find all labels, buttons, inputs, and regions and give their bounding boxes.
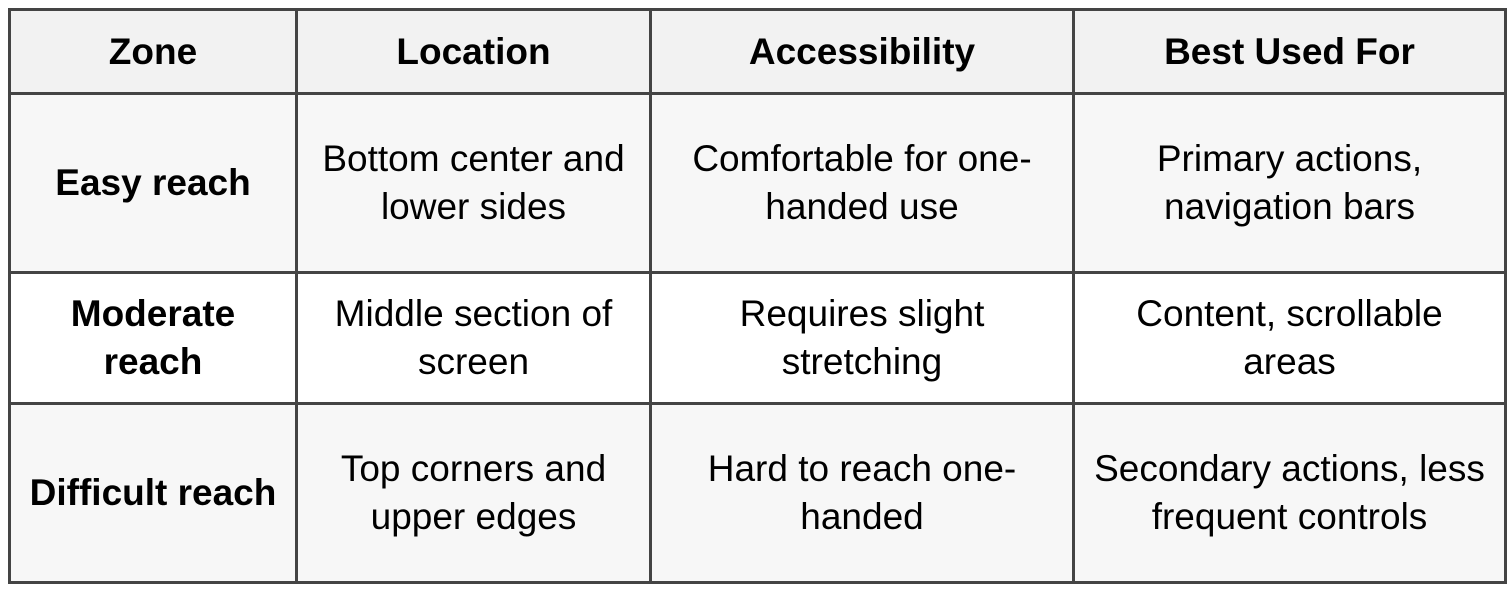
cell-zone: Moderate reach (8, 271, 298, 405)
cell-location: Bottom center and lower sides (295, 92, 652, 274)
header-accessibility: Accessibility (649, 8, 1075, 95)
table-header-row: Zone Location Accessibility Best Used Fo… (8, 8, 1507, 95)
cell-location: Middle section of screen (295, 271, 652, 405)
reach-zones-table: Zone Location Accessibility Best Used Fo… (8, 8, 1507, 584)
cell-best-used-for: Content, scrollable areas (1072, 271, 1507, 405)
header-best-used-for: Best Used For (1072, 8, 1507, 95)
cell-best-used-for: Primary actions, navigation bars (1072, 92, 1507, 274)
header-location: Location (295, 8, 652, 95)
cell-zone: Difficult reach (8, 402, 298, 584)
cell-accessibility: Requires slight stretching (649, 271, 1075, 405)
cell-zone: Easy reach (8, 92, 298, 274)
reach-zones-table-container: Zone Location Accessibility Best Used Fo… (8, 8, 1507, 584)
cell-best-used-for: Secondary actions, less frequent control… (1072, 402, 1507, 584)
header-zone: Zone (8, 8, 298, 95)
cell-accessibility: Hard to reach one-handed (649, 402, 1075, 584)
cell-location: Top corners and upper edges (295, 402, 652, 584)
table-row: Moderate reach Middle section of screen … (8, 271, 1507, 405)
table-row: Easy reach Bottom center and lower sides… (8, 92, 1507, 274)
cell-accessibility: Comfortable for one-handed use (649, 92, 1075, 274)
table-row: Difficult reach Top corners and upper ed… (8, 402, 1507, 584)
